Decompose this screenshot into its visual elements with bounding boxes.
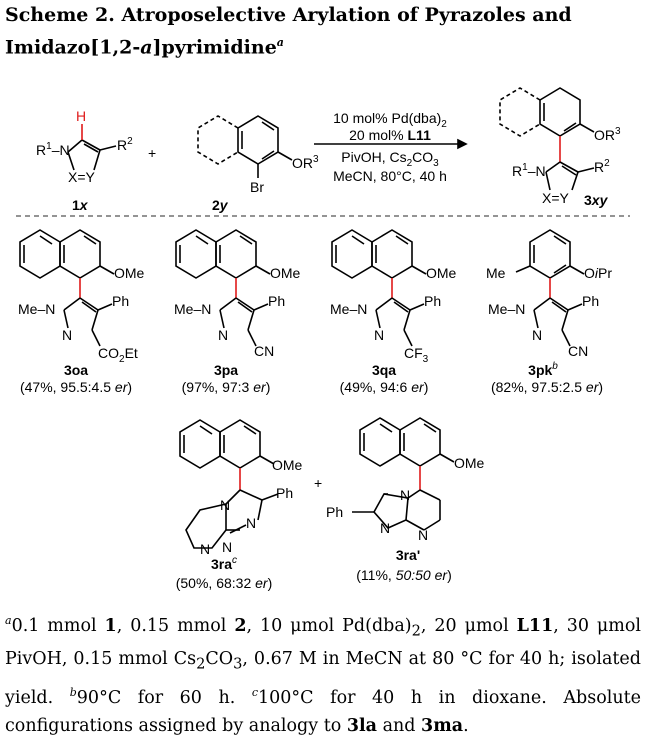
scheme-title: Scheme 2. Atroposelective Arylation of P… xyxy=(5,2,641,61)
compound-3ra-prime-label: 3ra' xyxy=(396,547,420,563)
me-label: Me–N xyxy=(174,301,211,317)
product-xy-label: X=Y xyxy=(542,190,570,206)
compound-3pa-label: 3pa xyxy=(214,362,238,378)
n-label: N xyxy=(380,520,390,536)
reagent-2y-label: 2y xyxy=(212,197,229,213)
compound-3ra-label: 3rac xyxy=(211,555,237,572)
ome-label: OMe xyxy=(426,265,457,281)
compound-3ra-yield: (50%, 68:32 er) xyxy=(176,575,273,591)
scheme-footnote: a0.1 mmol 1, 0.15 mmol 2, 10 μmol Pd(dba… xyxy=(5,614,642,736)
reagent-2y-structure xyxy=(197,115,293,178)
r2-label: R2 xyxy=(117,136,133,153)
ph-label: Ph xyxy=(326,504,343,520)
arrow-head-icon xyxy=(457,138,468,150)
product-r2-label: R2 xyxy=(594,158,610,175)
n-label: N xyxy=(222,539,232,555)
compound-3qa-structure xyxy=(331,229,427,347)
me-label: Me–N xyxy=(330,301,367,317)
compound-3pa-structure xyxy=(175,229,271,347)
compound-3pk-structure xyxy=(515,229,585,347)
ome-label: OMe xyxy=(114,265,145,281)
ph-label: Ph xyxy=(268,293,285,309)
ph-label: Ph xyxy=(276,485,293,501)
cf3-label: CF3 xyxy=(404,345,429,365)
compound-3oa-yield: (47%, 95.5:4.5 er) xyxy=(20,379,132,395)
r1-label: R1–N xyxy=(36,141,70,158)
reagent-1x-structure xyxy=(67,124,117,171)
product-or3-label: OR3 xyxy=(594,126,621,143)
or3-label: OR3 xyxy=(292,154,319,171)
n-label: N xyxy=(62,327,72,343)
h-atom-label: H xyxy=(76,108,86,124)
cn-label: CN xyxy=(254,343,274,359)
title-line-1: Scheme 2. Atroposelective Arylation of P… xyxy=(5,4,572,26)
product-3xy-structure xyxy=(499,87,595,191)
plus-sign: + xyxy=(148,145,156,161)
compound-3oa-structure xyxy=(19,229,115,347)
n-label: N xyxy=(218,327,228,343)
compound-3qa-label: 3qa xyxy=(372,362,396,378)
n-label: N xyxy=(200,541,210,557)
n-label: N xyxy=(246,515,256,531)
compound-3pk-yield: (82%, 97.5:2.5 er) xyxy=(491,379,603,395)
n-label: N xyxy=(418,527,428,543)
product-r1-label: R1–N xyxy=(512,162,546,179)
n-label: N xyxy=(220,497,230,513)
compound-3ra-prime-structure xyxy=(352,417,455,531)
oipr-label: OiPr xyxy=(584,265,612,281)
reagent-1x-label: 1x xyxy=(72,197,89,213)
condition-solvent: MeCN, 80°C, 40 h xyxy=(333,168,447,184)
condition-ligand: 20 mol% L11 xyxy=(349,127,431,143)
ome-label: OMe xyxy=(272,457,303,473)
condition-base: PivOH, Cs2CO3 xyxy=(341,149,439,169)
me-label: Me xyxy=(486,265,506,281)
ome-label: OMe xyxy=(454,455,485,471)
compound-3ra-prime-yield: (11%, 50:50 er) xyxy=(356,567,451,583)
title-line-2: Imidazo[1,2-a]pyrimidinea xyxy=(5,36,284,59)
ome-label: OMe xyxy=(270,265,301,281)
reaction-scheme: H R1–N R2 X=Y 1x + Br OR3 2y 10 mol% Pd(… xyxy=(16,87,630,591)
xy-label: X=Y xyxy=(68,169,96,185)
ph-label: Ph xyxy=(112,293,129,309)
product-3xy-label: 3xy xyxy=(584,192,609,208)
n-label: N xyxy=(374,327,384,343)
ph-label: Ph xyxy=(424,293,441,309)
compound-3oa-label: 3oa xyxy=(64,362,88,378)
plus-sign: + xyxy=(314,475,322,491)
compound-3pk-label: 3pkb xyxy=(528,361,558,378)
cn-label: CN xyxy=(568,343,588,359)
me-label: Me–N xyxy=(488,301,525,317)
co2et-label: CO2Et xyxy=(98,345,138,365)
me-label: Me–N xyxy=(18,301,55,317)
n-label: N xyxy=(532,327,542,343)
compound-3ra-structure xyxy=(179,419,279,549)
compound-3pa-yield: (97%, 97:3 er) xyxy=(182,379,271,395)
br-label: Br xyxy=(250,179,264,195)
compound-3qa-yield: (49%, 94:6 er) xyxy=(340,379,429,395)
ph-label: Ph xyxy=(582,293,599,309)
n-label: N xyxy=(400,487,410,503)
condition-catalyst: 10 mol% Pd(dba)2 xyxy=(333,110,447,130)
